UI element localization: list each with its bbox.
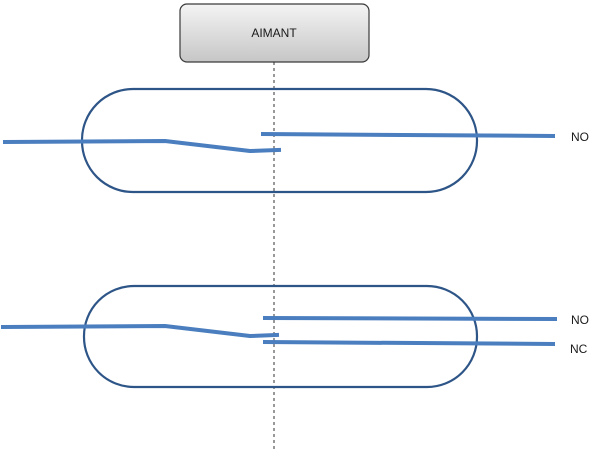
reed-blade-nc-contact-bottom [262,340,556,346]
reed-blade-right-top [260,132,556,138]
magnet-label: AIMANT [251,26,297,40]
terminal-label-no-bottom: NO [571,313,589,327]
magnet: AIMANT [179,3,370,63]
reed-blade-left-bottom [0,324,280,338]
reed-blade-no-contact-bottom [262,316,558,321]
reed-switch-no: NO [2,87,589,194]
terminal-label-nc-bottom: NC [570,342,588,356]
reed-blade-left-top [2,139,282,153]
glass-envelope-bottom [82,284,479,389]
reed-switch-no-nc: NO NC [0,284,589,389]
terminal-label-no-top: NO [571,130,589,144]
